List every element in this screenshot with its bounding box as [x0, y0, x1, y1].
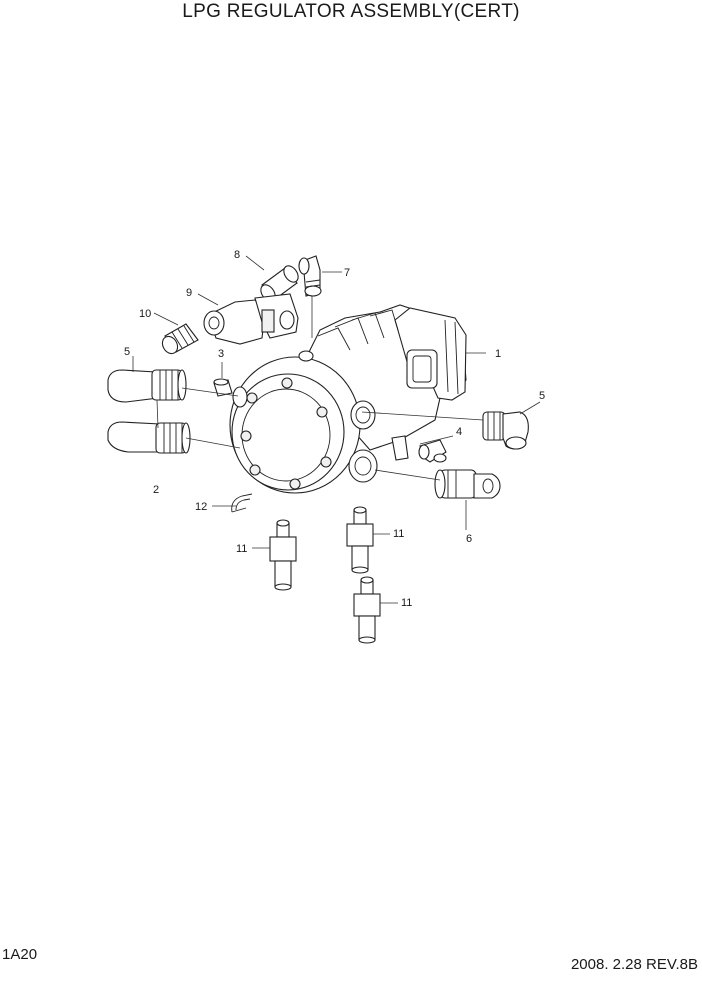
- callout-2: 2: [153, 484, 159, 496]
- pin-part-11-b: [346, 506, 374, 574]
- fitting-part-8: [260, 265, 299, 302]
- hose-elbow-part-2: [107, 421, 191, 454]
- page-code: 1A20: [2, 946, 38, 963]
- regulator-body: [229, 304, 467, 494]
- pin-part-11-c: [353, 576, 381, 644]
- callout-1: 1: [495, 348, 501, 360]
- callout-3: 3: [218, 348, 224, 360]
- callout-12: 12: [195, 501, 207, 513]
- hose-elbow-part-5-left: [107, 369, 187, 403]
- callout-4: 4: [456, 426, 462, 438]
- pin-part-11-a: [269, 519, 297, 591]
- elbow-part-7: [298, 255, 322, 297]
- callout-9: 9: [186, 287, 192, 299]
- callout-7: 7: [344, 267, 350, 279]
- callout-6: 6: [466, 533, 472, 545]
- callout-11-c: 11: [401, 597, 412, 609]
- elbow-part-4: [418, 439, 447, 463]
- leader-lines: [132, 255, 541, 604]
- page-title: LPG REGULATOR ASSEMBLY(CERT): [182, 1, 520, 22]
- clip-part-12: [231, 493, 253, 513]
- callout-11-b: 11: [393, 528, 404, 540]
- callout-labels: 1 2 3 4 5 5 6 7 8 9 10 11 11 11 12: [124, 249, 545, 609]
- revision-info: 2008. 2.28 REV.8B: [570, 956, 698, 973]
- fitting-part-10: [161, 323, 199, 355]
- sensor-part-6: [434, 469, 501, 499]
- callout-10: 10: [139, 308, 151, 320]
- callout-8: 8: [234, 249, 240, 261]
- hose-elbow-part-5-right: [482, 411, 529, 450]
- callout-5-right: 5: [539, 390, 545, 402]
- callout-5-left: 5: [124, 346, 130, 358]
- callout-11-a: 11: [236, 543, 247, 555]
- valve-part-9: [203, 293, 299, 345]
- cap-part-3: [213, 378, 233, 397]
